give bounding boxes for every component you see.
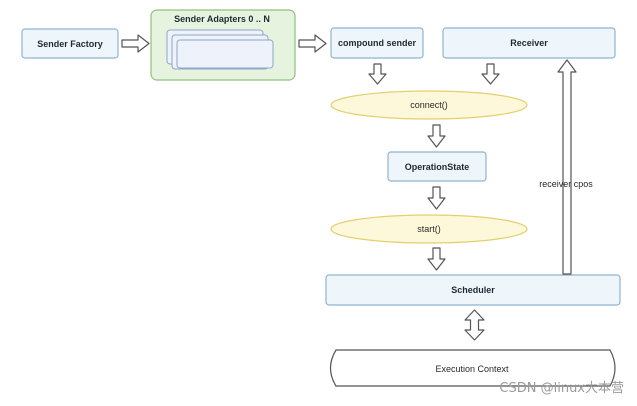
- execution-context-node: Execution Context: [329, 349, 616, 387]
- receiver-node: Receiver: [442, 27, 616, 59]
- watermark-text: CSDN @linux大本营: [499, 381, 624, 396]
- connect-node: connect(): [330, 90, 528, 120]
- arrow-connect-to-operation-state: [427, 124, 446, 148]
- start-node: start(): [330, 214, 528, 244]
- arrow-receiver-to-connect: [481, 63, 500, 85]
- adapter-card-3: [176, 39, 274, 69]
- connect-label: connect(): [410, 100, 448, 110]
- arrow-operation-state-to-start: [427, 186, 446, 210]
- arrow-factory-to-adapters: [121, 34, 150, 53]
- operation-state-node: OperationState: [387, 151, 487, 182]
- start-label: start(): [417, 224, 441, 234]
- sender-factory-node: Sender Factory: [21, 28, 119, 59]
- receiver-label: Receiver: [510, 38, 548, 48]
- arrow-start-to-scheduler: [427, 247, 446, 271]
- compound-sender-node: compound sender: [330, 27, 424, 59]
- arrow-adapters-to-compound: [298, 34, 327, 53]
- arrow-scheduler-to-execution-context: [464, 309, 485, 341]
- sender-adapters-node: Sender Adapters 0 .. N: [150, 9, 296, 81]
- arrow-scheduler-to-receiver: [557, 59, 577, 275]
- scheduler-label: Scheduler: [451, 285, 495, 295]
- operation-state-label: OperationState: [405, 162, 470, 172]
- sender-adapters-label: Sender Adapters 0 .. N: [174, 14, 270, 24]
- compound-sender-label: compound sender: [338, 38, 417, 48]
- sender-factory-label: Sender Factory: [37, 39, 103, 49]
- receiver-cpos-label: receiver cpos: [539, 179, 593, 189]
- scheduler-node: Scheduler: [325, 274, 621, 306]
- execution-context-label: Execution Context: [435, 364, 509, 374]
- arrow-compound-to-connect: [368, 63, 387, 85]
